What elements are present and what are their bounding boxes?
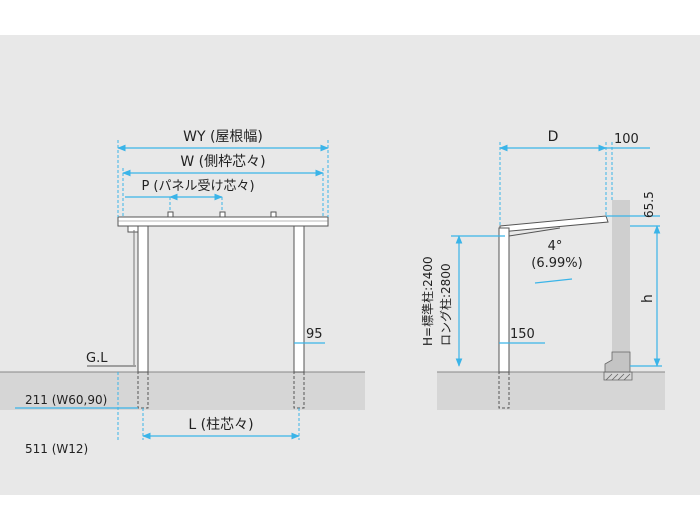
label-h-standard: H=標準柱:2400 xyxy=(420,256,435,346)
label-w: W (側枠芯々) xyxy=(180,154,265,170)
footing-hatch xyxy=(605,373,631,381)
label-150: 150 xyxy=(510,327,535,342)
roof-rib-1 xyxy=(167,211,174,218)
label-gl: G.L xyxy=(86,351,108,366)
label-95: 95 xyxy=(306,327,323,342)
side-post xyxy=(498,227,510,373)
label-p: P (パネル受け芯々) xyxy=(141,179,254,194)
label-slope: (6.99%) xyxy=(531,256,582,271)
front-roof xyxy=(117,216,329,227)
side-ground xyxy=(437,372,665,410)
front-post-right xyxy=(293,225,305,373)
slope-indicator xyxy=(534,278,573,284)
front-view: WY (屋根幅) W (側枠芯々) P (パネル受け芯々) 95 G.L 211… xyxy=(0,129,365,456)
roof-rib-2 xyxy=(219,211,226,218)
label-h-long: ロング柱:2800 xyxy=(438,263,453,346)
wall-footing xyxy=(603,371,633,381)
label-embed-1: 211 (W60,90) xyxy=(25,393,107,407)
label-100: 100 xyxy=(614,132,639,147)
roof-rib-3 xyxy=(270,211,277,218)
label-65-5: 65.5 xyxy=(642,191,656,218)
side-post-embed xyxy=(498,371,510,409)
label-embed-2: 511 (W12) xyxy=(25,442,88,456)
front-post-left xyxy=(137,225,149,373)
label-h: h xyxy=(640,294,656,303)
label-angle: 4° xyxy=(548,239,563,254)
label-l: L (柱芯々) xyxy=(188,417,253,433)
label-wy: WY (屋根幅) xyxy=(183,129,263,145)
side-view: D 100 65.5 h 4° (6.99%) H=標準柱:2400 ロング柱:… xyxy=(420,129,665,410)
side-beam xyxy=(508,227,561,237)
side-wall xyxy=(612,200,630,352)
label-d: D xyxy=(548,129,559,145)
background-band xyxy=(0,35,700,495)
